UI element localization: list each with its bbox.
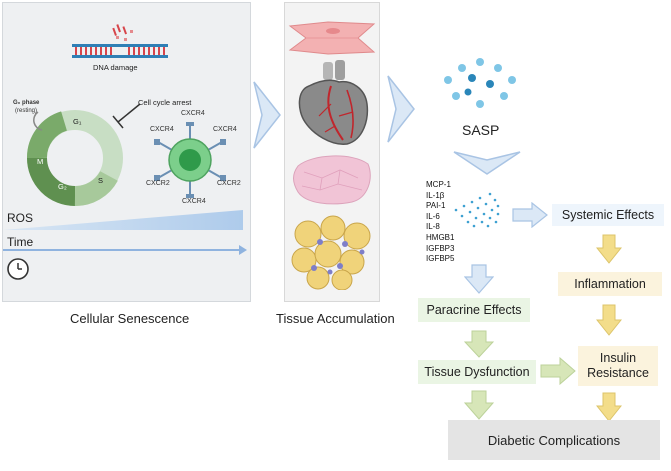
cell-cycle-ring bbox=[27, 110, 123, 206]
arrow-down-icon bbox=[464, 330, 494, 358]
adipose-tissue-icon bbox=[291, 215, 371, 290]
receptor-label-upper-right: CXCR4 bbox=[213, 126, 237, 133]
arrow-down-icon bbox=[596, 392, 622, 422]
cytokine-dots-icon bbox=[454, 192, 500, 228]
arrow-down-icon bbox=[464, 264, 494, 294]
receptor-label-lower-right: CXCR2 bbox=[217, 180, 241, 187]
time-label: Time bbox=[7, 235, 34, 249]
arrest-label: Cell cycle arrest bbox=[138, 98, 192, 107]
time-arrow bbox=[3, 245, 247, 255]
dna-damage-icon bbox=[72, 24, 168, 58]
g0-phase-label: G₀ phase bbox=[13, 100, 40, 106]
insulin-resistance-line2: Resistance bbox=[587, 366, 649, 380]
insulin-resistance-line1: Insulin bbox=[599, 351, 637, 365]
arrow-right-icon bbox=[540, 357, 576, 385]
receptor-label-bottom: CXCR4 bbox=[182, 198, 206, 205]
sasp-factor: PAI-1 bbox=[426, 201, 446, 211]
sasp-factor: IL-8 bbox=[426, 222, 440, 232]
sasp-label: SASP bbox=[462, 122, 500, 138]
receptor-label-top: CXCR4 bbox=[181, 110, 205, 117]
sasp-factor: IGFBP3 bbox=[426, 243, 455, 253]
sasp-factor: IL-1β bbox=[426, 190, 445, 200]
m-label: M bbox=[37, 157, 44, 166]
insulin-resistance-box: Insulin Resistance bbox=[578, 346, 658, 386]
senescence-caption: Cellular Senescence bbox=[70, 311, 190, 326]
ros-gradient bbox=[3, 210, 243, 230]
sasp-factor: HMGB1 bbox=[426, 232, 455, 242]
ros-label: ROS bbox=[7, 211, 34, 225]
arrow-down-icon bbox=[596, 234, 622, 264]
g1-label: G₁ bbox=[73, 117, 82, 126]
tissue-dysfunction-box: Tissue Dysfunction bbox=[418, 360, 536, 384]
clock-icon bbox=[7, 258, 29, 280]
heart-icon bbox=[298, 60, 369, 145]
chevron-right-icon bbox=[253, 81, 281, 149]
arrow-down-icon bbox=[464, 390, 494, 420]
receptor-label-lower-left: CXCR2 bbox=[146, 180, 170, 187]
chevron-right-icon bbox=[387, 75, 415, 143]
sasp-factor: MCP-1 bbox=[426, 180, 451, 189]
sasp-factor: IGFBP5 bbox=[426, 254, 455, 264]
g2-label: G₂ bbox=[58, 182, 67, 191]
tissue-caption: Tissue Accumulation bbox=[276, 311, 395, 326]
paracrine-effects-box: Paracrine Effects bbox=[418, 298, 530, 322]
pancreatic-tissue-icon bbox=[293, 155, 371, 205]
sasp-factor-list: MCP-1 IL-1β PAI-1 IL-6 IL-8 HMGB1 IGFBP3… bbox=[426, 180, 454, 265]
chevron-down-icon bbox=[453, 151, 521, 175]
systemic-effects-box: Systemic Effects bbox=[552, 204, 664, 226]
inflammation-box: Inflammation bbox=[558, 272, 662, 296]
arrow-right-icon bbox=[512, 202, 548, 228]
senescent-cell-icon bbox=[154, 122, 226, 198]
s-label: S bbox=[98, 176, 104, 185]
sasp-factor: IL-6 bbox=[426, 211, 440, 221]
sasp-molecules-icon bbox=[444, 58, 516, 108]
g0-resting-label: (resting) bbox=[15, 108, 38, 114]
receptor-label-upper-left: CXCR4 bbox=[150, 126, 174, 133]
diabetic-complications-box: Diabetic Complications bbox=[448, 420, 660, 460]
muscle-tissue-icon bbox=[288, 21, 376, 55]
arrest-inhibit-icon bbox=[112, 103, 141, 129]
dna-damage-label: DNA damage bbox=[93, 63, 138, 72]
arrow-down-icon bbox=[596, 304, 622, 336]
